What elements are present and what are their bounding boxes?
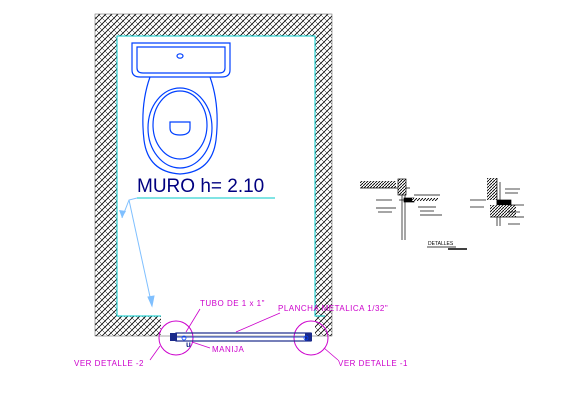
label-ver-detalle-2: VER DETALLE -2 [74, 359, 144, 368]
leader-arrow [119, 210, 126, 218]
details-title: DETALLES [428, 241, 454, 247]
leader-lines [121, 197, 155, 308]
annotation-leaders [149, 308, 339, 361]
label-ver-detalle-1: VER DETALLE -1 [338, 359, 408, 368]
wall-height-label: MURO h= 2.10 [137, 176, 264, 197]
label-plancha: PLANCHA METALICA 1/32" [278, 304, 388, 313]
door-assembly [158, 320, 329, 356]
label-manija: MANIJA [212, 345, 245, 354]
label-tubo: TUBO DE 1 x 1" [200, 299, 265, 308]
detail-circle-right [293, 320, 329, 356]
wall-hatch [94, 13, 333, 337]
detail-drawing-1 [360, 178, 442, 240]
detail-drawing-2 [470, 178, 524, 226]
detail-circle-left [158, 320, 194, 356]
hinge-marker: u [186, 340, 191, 349]
toilet-icon [131, 42, 231, 175]
room-inner-outline [116, 35, 325, 317]
